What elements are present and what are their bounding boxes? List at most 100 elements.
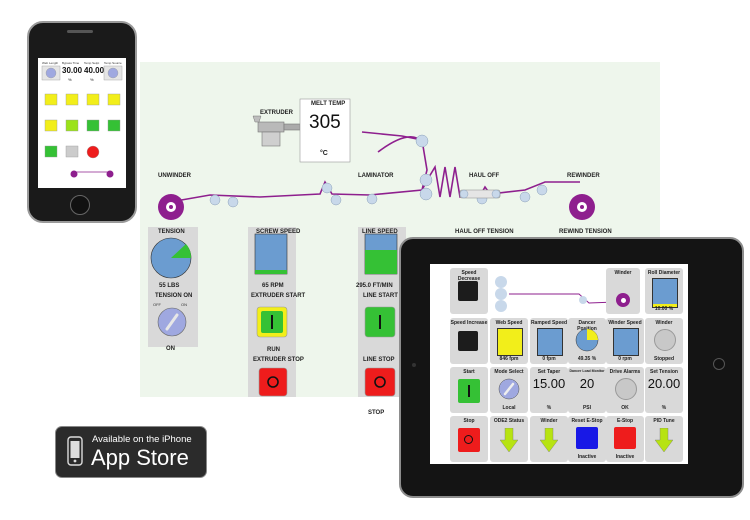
reset-estop-value: Inactive: [577, 454, 597, 460]
tension-on-text: ON: [181, 302, 187, 307]
melt-temp-unit: °C: [320, 150, 328, 157]
web-path: [169, 131, 580, 203]
pid-tune-label: PID Tune: [653, 418, 675, 424]
roll-diameter-bar: [652, 278, 678, 308]
rewinder-roll-icon: [569, 194, 595, 220]
winder-speed-label: Winder Speed: [608, 320, 642, 326]
arrow-down-icon: [540, 428, 558, 452]
iphone-grid: Web Length Bypass Time Temp Setpt Temp S…: [40, 61, 124, 186]
iphone-header-label: Web Length: [42, 61, 59, 65]
estop-tile[interactable]: E-Stop Inactive: [606, 416, 644, 462]
haul-off-label: HAUL OFF: [469, 173, 500, 179]
web-speed-bar: [497, 328, 523, 356]
winder-status-label: Winder: [655, 320, 673, 326]
web-speed-tile: Web Speed 846 fpm: [490, 318, 528, 364]
speed-decrease-tile[interactable]: Speed Decrease: [450, 268, 488, 314]
reset-estop-tile[interactable]: Reset E-Stop Inactive: [568, 416, 606, 462]
mode-select-tile[interactable]: Mode Select Local: [490, 367, 528, 413]
screw-speed-label: SCREW SPEED: [256, 229, 301, 235]
web-speed-label: Web Speed: [495, 320, 523, 326]
extruder-stop-label: EXTRUDER STOP: [253, 357, 304, 363]
stop-button-icon: [458, 428, 480, 452]
roll-diameter-value: 10.00 %: [654, 306, 674, 312]
odeu-status-label: ODE2 Status: [493, 418, 525, 424]
speed-increase-tile[interactable]: Speed Increase: [450, 318, 488, 364]
line-speed-label: LINE SPEED: [362, 229, 398, 235]
set-taper-tile[interactable]: Set Taper 15.00 %: [530, 367, 568, 413]
set-tension-tile[interactable]: Set Tension 20.00 %: [645, 367, 683, 413]
winder-status-indicator-icon: [654, 329, 676, 351]
haul-off-icon: [459, 189, 501, 199]
iphone-header-label: Temp Source: [104, 61, 122, 65]
dancer-position-pie-chart: [575, 328, 599, 352]
iphone-unit-2: %: [90, 77, 94, 82]
estop-button-icon: [614, 427, 636, 449]
melt-temp-box: [299, 98, 351, 163]
dancer-position-value: 49.35 %: [577, 356, 597, 362]
app-store-line1: Available on the iPhone: [92, 434, 192, 445]
winder-status-value: Stopped: [654, 356, 674, 362]
extruder-start-state: RUN: [267, 347, 280, 353]
set-taper-label: Set Taper: [537, 369, 561, 375]
ramped-speed-tile: Ramped Speed 0 fpm: [530, 318, 568, 364]
app-store-line2: App Store: [91, 445, 189, 470]
iphone-tiles-graphic: [41, 65, 123, 178]
laminator-label: LAMINATOR: [358, 173, 394, 179]
dancer-load-value: 20: [579, 376, 595, 391]
dancer-load-unit: PSI: [582, 405, 592, 411]
speed-increase-button-icon: [458, 331, 478, 351]
tension-off-text: OFF: [153, 302, 161, 307]
ipad-camera-icon: [412, 363, 416, 367]
stop-tile[interactable]: Stop: [450, 416, 488, 462]
ipad-home-button[interactable]: [713, 358, 725, 370]
melt-temp-label: MELT TEMP: [311, 101, 346, 107]
set-tension-label: Set Tension: [650, 369, 678, 375]
unwinder-roll-icon: [158, 194, 184, 220]
ipad-web-diagram: [495, 276, 609, 312]
extruder-label: EXTRUDER: [260, 110, 294, 116]
app-store-badge[interactable]: Available on the iPhone App Store: [55, 426, 207, 478]
unwinder-label: UNWINDER: [158, 173, 191, 179]
speed-increase-label: Speed Increase: [450, 320, 488, 326]
estop-value: Inactive: [615, 454, 635, 460]
tension-on-label: TENSION ON: [155, 293, 193, 299]
dancer-position-tile: Dancer Position 49.35 %: [568, 318, 606, 364]
extruder-icon: [252, 115, 301, 147]
dancer-load-label: Dancer Load Monitor: [569, 369, 605, 373]
rewinder-label: REWINDER: [567, 173, 600, 179]
winder-speed-value: 0 rpm: [618, 356, 632, 362]
tension-label: TENSION: [158, 229, 185, 235]
start-button-icon: [458, 379, 480, 403]
line-start-button-graphic[interactable]: [364, 306, 396, 338]
arrow-down-icon: [655, 428, 673, 452]
tension-value: 55 LBS: [159, 283, 180, 289]
iphone-home-button[interactable]: [70, 195, 90, 215]
set-tension-unit: %: [661, 405, 667, 411]
drive-alarms-indicator-icon: [615, 378, 637, 400]
pid-tune-tile: PID Tune: [645, 416, 683, 462]
mode-select-label: Mode Select: [494, 369, 524, 375]
ramped-speed-bar: [537, 328, 563, 356]
extruder-start-button-graphic[interactable]: [256, 306, 288, 338]
extruder-start-label: EXTRUDER START: [251, 293, 306, 299]
iphone-speaker-icon: [67, 30, 93, 33]
tension-on-knob-icon: [157, 307, 187, 337]
set-taper-unit: %: [546, 405, 552, 411]
line-stop-state: STOP: [368, 410, 385, 416]
extruder-stop-button-graphic[interactable]: [258, 367, 288, 397]
idler-rolls-icon: [209, 134, 548, 208]
line-stop-button-graphic[interactable]: [364, 367, 396, 397]
start-tile[interactable]: Start: [450, 367, 488, 413]
web-speed-value: 846 fpm: [499, 356, 519, 362]
iphone-value-2: 40.00: [84, 66, 105, 75]
iphone-value-1: 30.00: [62, 66, 83, 75]
line-stop-label: LINE STOP: [363, 357, 395, 363]
winder-speed-tile: Winder Speed 0 rpm: [606, 318, 644, 364]
winder-down-tile: Winder: [530, 416, 568, 462]
ramped-speed-label: Ramped Speed: [530, 320, 568, 326]
arrow-down-icon: [500, 428, 518, 452]
drive-alarms-label: Drive Alarms: [609, 369, 641, 375]
iphone-header-label: Temp Setpt: [84, 61, 100, 65]
stop-label: Stop: [463, 418, 475, 424]
drive-alarms-value: OK: [621, 405, 629, 411]
